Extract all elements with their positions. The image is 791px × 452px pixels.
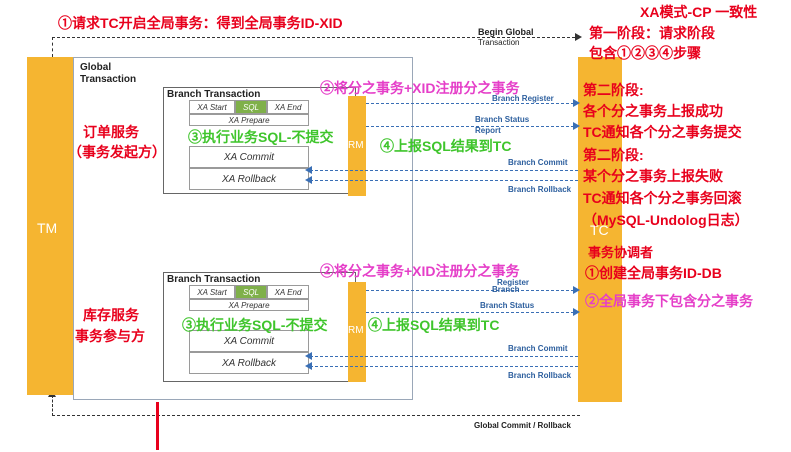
branch-commit-line-2 (310, 356, 578, 357)
annotation-phase2a-line3: TC通知各个分之事务提交 (583, 124, 742, 140)
branch-register-arrow-1 (573, 99, 580, 107)
branch-rollback-line-2 (310, 366, 578, 367)
annotation-tc-line3: ②全局事务下包含分之事务 (585, 293, 753, 309)
branch-rollback-arrow-2 (305, 362, 312, 370)
sql-cell-2: SQL (235, 285, 267, 299)
xa-rollback-row-1: XA Rollback (189, 168, 309, 190)
branch-status-arrow-2 (573, 308, 580, 316)
tm-bar (27, 57, 73, 395)
annotation-phase1-line1: 第一阶段：请求阶段 (589, 25, 715, 41)
annotation-phase2b-line2: 某个分之事务上报失败 (583, 168, 723, 184)
xa-start-cell-1: XA Start (189, 100, 235, 114)
global-transaction-label: Global (80, 62, 112, 73)
begin-global-line (52, 37, 580, 57)
annotation-stock-service-1: 库存服务 (83, 307, 139, 323)
global-commit-line (52, 395, 580, 416)
annotation-report-2: ④上报SQL结果到TC (368, 317, 500, 333)
annotation-register-1: ②将分之事务+XID注册分之事务 (320, 80, 520, 96)
register-label-2: Register (497, 278, 530, 287)
branch-commit-arrow-1 (305, 166, 312, 174)
annotation-register-2: ②将分之事务+XID注册分之事务 (320, 263, 520, 279)
annotation-phase1-line2: 包含①②③④步骤 (589, 45, 701, 61)
tc-label: TC (590, 222, 609, 238)
tm-label: TM (37, 220, 58, 236)
xa-start-cell-2: XA Start (189, 285, 235, 299)
begin-global-label-2: Transaction (478, 38, 520, 47)
branch-register-arrow-2 (573, 286, 580, 294)
annotation-xa-title: XA模式-CP 一致性 (640, 4, 758, 20)
begin-global-arrow (575, 33, 582, 41)
branch-status-label-2: Branch Status (480, 301, 535, 310)
annotation-order-service-2: （事务发起方） (68, 144, 166, 160)
begin-global-label: Begin Global (478, 27, 534, 37)
annotation-tc-line1: 事务协调者 (588, 245, 654, 260)
annotation-phase2b-line4: （MySQL-Undolog日志） (583, 212, 749, 228)
branch-rollback-label-1: Branch Rollback (508, 185, 572, 194)
branch-status-label-1: Branch Status (475, 115, 530, 124)
xa-commit-row-2: XA Commit (189, 330, 309, 352)
branch-rollback-line-1 (310, 180, 578, 181)
branch-commit-arrow-2 (305, 352, 312, 360)
annotation-phase2b-line3: TC通知各个分之事务回滚 (583, 190, 742, 206)
rm-label-1: RM (348, 140, 364, 151)
global-commit-label: Global Commit / Rollback (474, 421, 571, 430)
xa-rollback-row-2: XA Rollback (189, 352, 309, 374)
branch-rollback-label-2: Branch Rollback (508, 371, 572, 380)
rm-bar-2 (348, 282, 366, 382)
xa-prepare-cell-2: XA Prepare (189, 299, 309, 311)
annotation-top-request: ①请求TC开启全局事务：得到全局事务ID-XID (58, 15, 343, 31)
branch-rollback-arrow-1 (305, 176, 312, 184)
branch-register-label-1: Branch Register (492, 94, 554, 103)
branch-commit-label-2: Branch Commit (508, 344, 568, 353)
annotation-stock-service-2: 事务参与方 (75, 328, 145, 344)
annotation-phase2b-line1: 第二阶段: (583, 147, 644, 163)
branch-register-line-2 (366, 290, 574, 291)
branch-register-line-1 (366, 103, 574, 104)
red-marker-line (156, 402, 159, 450)
annotation-phase2a-line1: 第二阶段: (583, 82, 644, 98)
sql-cell-1: SQL (235, 100, 267, 114)
branch-commit-line-1 (310, 170, 578, 171)
annotation-tc-line2: ①创建全局事务ID-DB (585, 265, 722, 281)
annotation-report-1: ④上报SQL结果到TC (380, 138, 512, 154)
xa-end-cell-1: XA End (267, 100, 309, 114)
rm-bar-1 (348, 96, 366, 196)
branch-status-line-2 (366, 312, 574, 313)
annotation-exec-1: ③执行业务SQL-不提交 (188, 129, 334, 145)
branch-status-arrow-1 (573, 122, 580, 130)
global-transaction-label-2: Transaction (80, 74, 137, 85)
xa-prepare-cell-1: XA Prepare (189, 114, 309, 126)
branch-commit-label-1: Branch Commit (508, 158, 568, 167)
branch-title-1: Branch Transaction (167, 89, 261, 100)
branch-label-2: Branch (492, 285, 520, 294)
annotation-order-service-1: 订单服务 (83, 124, 139, 140)
branch-status-line-1 (366, 126, 574, 127)
annotation-phase2a-line2: 各个分之事务上报成功 (583, 103, 723, 119)
rm-label-2: RM (348, 325, 364, 336)
report-label-1: Report (475, 126, 501, 135)
xa-commit-row-1: XA Commit (189, 146, 309, 168)
branch-title-2: Branch Transaction (167, 274, 261, 285)
xa-end-cell-2: XA End (267, 285, 309, 299)
annotation-exec-2: ③执行业务SQL-不提交 (182, 317, 328, 333)
tc-bar (578, 57, 622, 402)
